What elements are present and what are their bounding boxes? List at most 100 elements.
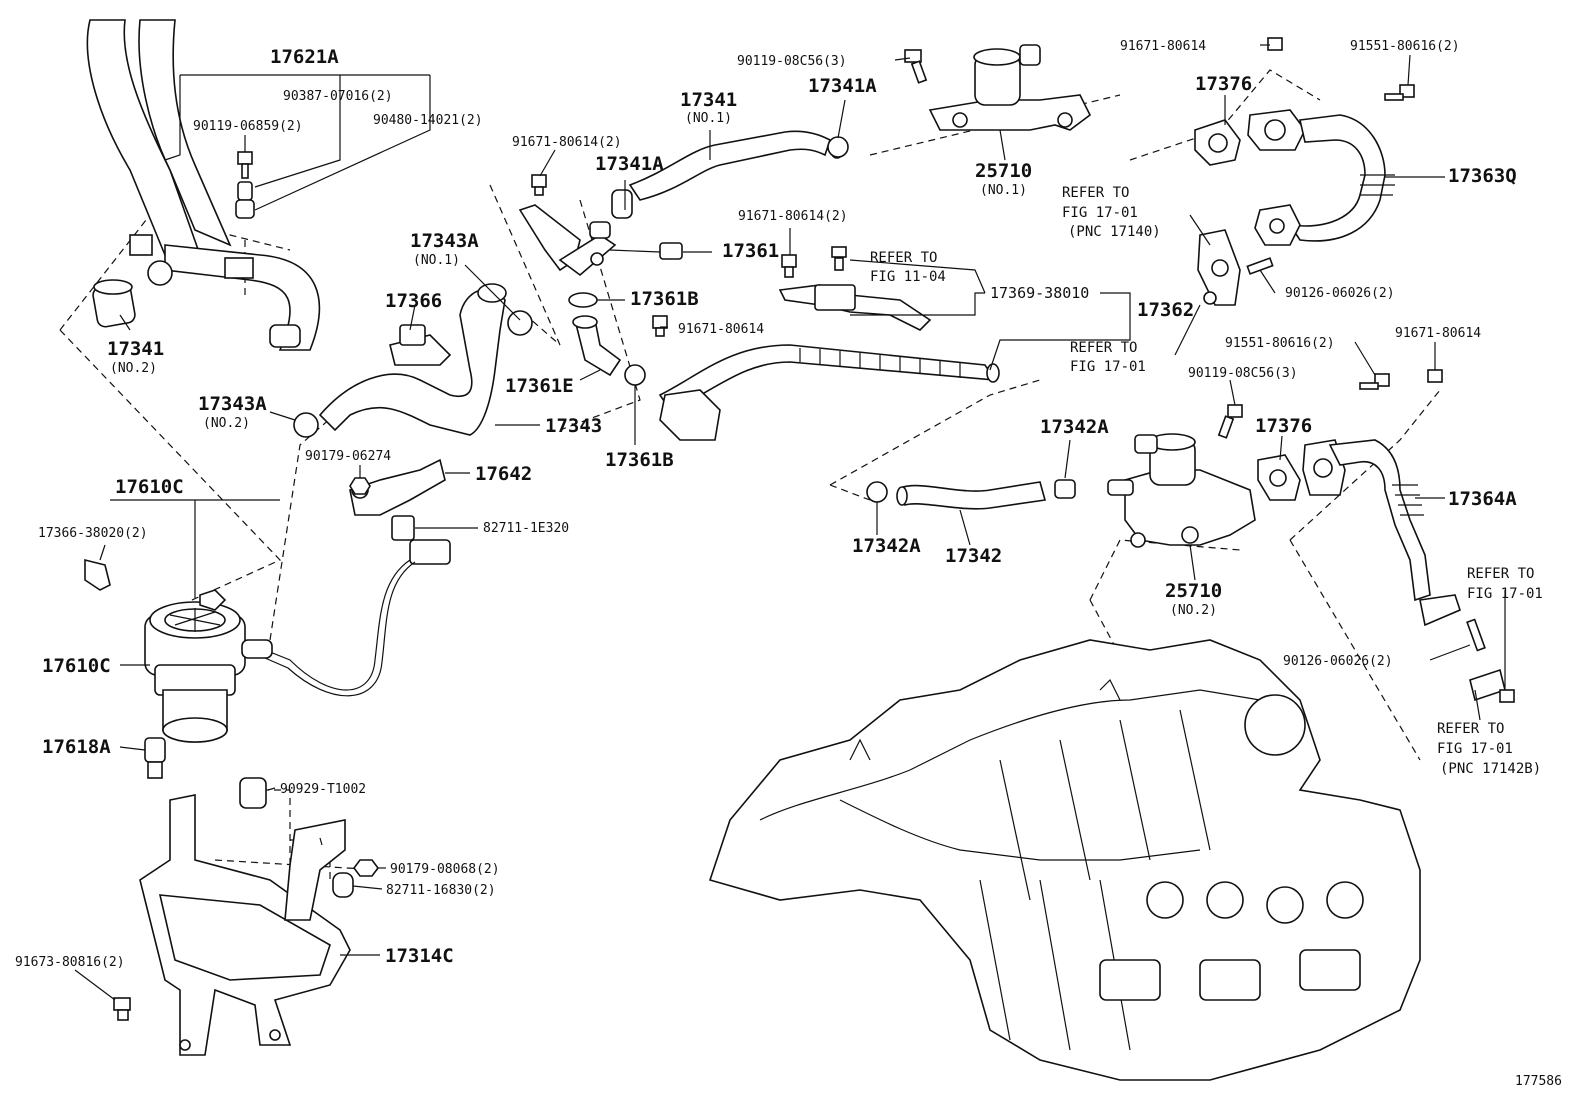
label-17610C-top: 17610C <box>115 476 184 498</box>
bolt-90119-06859 <box>235 151 255 219</box>
bolt-90119-08C56-top <box>904 49 928 84</box>
label-25710-no2-sub: (NO.2) <box>1170 603 1217 618</box>
label-90480-14021: 90480-14021(2) <box>373 113 483 128</box>
ref-fig17-01-a-line2: FIG 17-01 <box>1070 359 1146 375</box>
pipe-17364A <box>1328 439 1461 627</box>
label-90119-06859: 90119-06859(2) <box>193 119 303 134</box>
clamp-17341A-right <box>827 136 849 158</box>
label-17366: 17366 <box>385 290 442 312</box>
air-switching-valve-25710-no2 <box>1107 433 1256 548</box>
label-82711-16830: 82711-16830(2) <box>386 883 496 898</box>
pipe-17361 <box>518 204 683 277</box>
label-17314C: 17314C <box>385 945 454 967</box>
label-17341A-top: 17341A <box>595 153 664 175</box>
callout-labels: 17621A 90387-07016(2) 90119-06859(2) 904… <box>15 39 1517 970</box>
pipe-17363Q <box>1254 114 1395 246</box>
label-17341-no2-sub: (NO.2) <box>110 361 157 376</box>
stud-90126-06026-b <box>1466 618 1486 652</box>
label-90179-06274: 90179-06274 <box>305 449 391 464</box>
label-17343A-no2: 17343A <box>198 393 267 415</box>
nut-90179-08068 <box>353 859 379 877</box>
figure-id: 177586 <box>1515 1074 1562 1089</box>
engine-intake-manifold <box>708 639 1421 1081</box>
bracket-17366-38020 <box>84 558 111 591</box>
label-25710-no1: 25710 <box>975 160 1032 182</box>
label-90387-07016: 90387-07016(2) <box>283 89 393 104</box>
label-17341A-right: 17341A <box>808 75 877 97</box>
label-17642: 17642 <box>475 463 532 485</box>
label-17362: 17362 <box>1137 299 1194 321</box>
label-17341-no2: 17341 <box>107 338 164 360</box>
hose-17343 <box>318 283 507 436</box>
ref-fig17-01-b-line2: FIG 17-01 <box>1467 586 1543 602</box>
label-90119-08C56-b: 90119-08C56(3) <box>1188 366 1298 381</box>
ref-fig11-04-line1: REFER TO <box>870 250 937 266</box>
clamp-17343A-no1 <box>507 310 533 336</box>
label-25710-no1-sub: (NO.1) <box>980 183 1027 198</box>
label-90929-T1002: 90929-T1002 <box>280 782 366 797</box>
grommet-82711-16830 <box>332 872 354 898</box>
label-91671-80614-c: 91671-80614 <box>678 322 764 337</box>
label-90126-06026-a: 90126-06026(2) <box>1285 286 1395 301</box>
label-17342A-bot: 17342A <box>852 535 921 557</box>
label-17361B-b: 17361B <box>605 449 674 471</box>
air-switching-valve-25710-no1 <box>928 44 1092 131</box>
ref-fig17-01-b-line1: REFER TO <box>1467 566 1534 582</box>
ref-pnc17142B-line1: REFER TO <box>1437 721 1504 737</box>
label-17343A-no2-sub: (NO.2) <box>203 416 250 431</box>
label-82711-1E320: 82711-1E320 <box>483 521 569 536</box>
label-90119-08C56-top: 90119-08C56(3) <box>737 54 847 69</box>
sensor-17618A <box>144 737 166 779</box>
ref-pnc17142B-line2: FIG 17-01 <box>1437 741 1513 757</box>
clamp-17343A-no2 <box>293 412 319 438</box>
label-17341-no1: 17341 <box>680 89 737 111</box>
ref-pnc17140-line3: (PNC 17140) <box>1068 224 1161 240</box>
bolt-91671-80614-2b <box>781 254 797 278</box>
leader-lines <box>74 44 1506 1001</box>
label-17342: 17342 <box>945 545 1002 567</box>
label-17366-38020: 17366-38020(2) <box>38 526 148 541</box>
label-17376-top: 17376 <box>1195 73 1252 95</box>
ref-pnc17140-line1: REFER TO <box>1062 185 1129 201</box>
bolt-91671-80614-d <box>1427 369 1443 383</box>
hose-17361E <box>572 315 622 377</box>
label-90126-06026-b: 90126-06026(2) <box>1283 654 1393 669</box>
bolt-91671-80614-c <box>652 315 668 337</box>
label-91551-80616-tr: 91551-80616(2) <box>1350 39 1460 54</box>
label-91673-80816: 91673-80816(2) <box>15 955 125 970</box>
air-injection-pipe-17621A <box>86 19 321 351</box>
connector-82711-1E320 <box>391 515 451 565</box>
label-91671-80614-2b: 91671-80614(2) <box>738 209 848 224</box>
label-25710-no2: 25710 <box>1165 580 1222 602</box>
air-pump-17610C <box>144 589 273 743</box>
gasket-17376-top <box>1194 109 1306 166</box>
hose-17342 <box>896 481 1047 510</box>
label-91671-80614-2: 91671-80614(2) <box>512 135 622 150</box>
bolt-90119-08C56-b <box>1217 404 1243 439</box>
label-17364A: 17364A <box>1448 488 1517 510</box>
bolt-91551-80616-b <box>1359 373 1390 390</box>
label-17341-no1-sub: (NO.1) <box>685 111 732 126</box>
label-17618A: 17618A <box>42 736 111 758</box>
wire-harness <box>264 559 416 697</box>
bolt-91671-80614-2 <box>531 174 547 196</box>
bracket-17314C <box>139 794 351 1056</box>
reference-notes: REFER TO FIG 11-04 REFER TO FIG 17-01 (P… <box>870 185 1543 777</box>
label-91551-80616-b: 91551-80616(2) <box>1225 336 1335 351</box>
bolt-91671-80614-tr <box>1267 37 1283 51</box>
gasket-fig17-01-a <box>1197 229 1241 306</box>
clamp-17361B-a <box>568 292 598 308</box>
clamp-17342A-right <box>1054 479 1076 499</box>
label-17361E: 17361E <box>505 375 574 397</box>
label-17369-38010: 17369-38010 <box>990 284 1089 302</box>
hose-17362 <box>658 344 1000 441</box>
label-17343: 17343 <box>545 415 602 437</box>
label-17376-b: 17376 <box>1255 415 1312 437</box>
label-17361B-a: 17361B <box>630 288 699 310</box>
bracket-17369-38010 <box>778 284 932 331</box>
bushing-90929-T1002 <box>239 777 267 809</box>
bracket-17366 <box>389 324 452 366</box>
ref-fig11-04-line2: FIG 11-04 <box>870 269 946 285</box>
